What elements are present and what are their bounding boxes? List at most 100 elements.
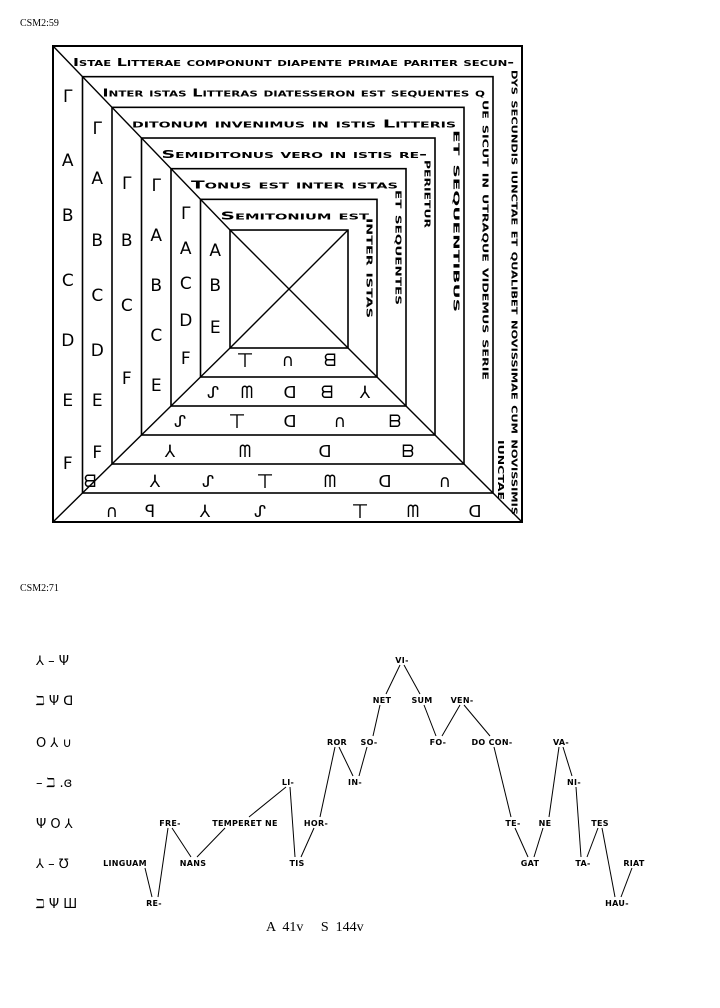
syllable: RIAT (623, 859, 645, 868)
pitch-row-label: Ψ O ⅄ (36, 817, 73, 832)
band-letter-bottom: ⅄ (164, 442, 176, 462)
band-letter-left: F (63, 454, 73, 474)
band-letter-left: E (92, 391, 103, 411)
band-letter-left: A (62, 151, 74, 171)
figure-label-csm2-71: CSM2:71 (20, 583, 59, 594)
band-letter-bottom: ᗡ (378, 472, 391, 492)
band-letter-bottom: ᗰ (239, 442, 251, 462)
band-letter-left: C (91, 286, 103, 306)
band-letter-left: B (62, 206, 74, 226)
melody-line (157, 827, 169, 898)
band-letter-left: F (122, 369, 132, 389)
band-letter-left: E (62, 391, 73, 411)
syllable: SUM (411, 696, 432, 705)
band-letter-bottom: ᗡ (318, 442, 331, 462)
syllable: DO CON- (471, 738, 512, 747)
band-letter-left: E (151, 376, 162, 396)
syllable: VEN- (451, 696, 474, 705)
band-letter-bottom: ∩ (282, 351, 294, 371)
band-letter-bottom: ⅄ (359, 383, 371, 403)
band-letter-left: F (181, 349, 191, 369)
pitch-row-label: O ⅄ ∪ (36, 736, 72, 751)
melody-line (372, 704, 381, 737)
pitch-row-label: – ℶ .ɞ (36, 776, 72, 791)
syllable: RE- (146, 899, 162, 908)
band-letter-left: Γ (63, 87, 73, 107)
syllable: TIS (289, 859, 304, 868)
band-letter-bottom: ꟼ (145, 502, 155, 522)
melody-line (586, 827, 599, 858)
band-letter-bottom: ᗡ (283, 412, 296, 432)
band-letter-bottom: ㄒ (257, 472, 274, 492)
melody-line (248, 786, 287, 818)
syllable: TA- (575, 859, 590, 868)
band-letter-left: C (150, 326, 162, 346)
pitch-row-label: ⅄ – ℧ (35, 857, 69, 872)
melody-line (575, 786, 582, 858)
melody-line (319, 746, 336, 818)
syllable: FRE- (159, 819, 181, 828)
band-letter-bottom: ∩ (334, 412, 346, 432)
square-border (111, 106, 465, 465)
melody-line (493, 746, 512, 818)
square-border (229, 229, 349, 349)
band-letter-left: B (91, 231, 103, 251)
band-letter-bottom: ᗷ (389, 412, 401, 432)
syllable: HOR- (304, 819, 328, 828)
band-letter-left: C (121, 296, 133, 316)
melody-line (601, 827, 616, 898)
band-text-top: Semiditonus vero in istis re- (162, 148, 428, 161)
band-letter-bottom: ᗺ (84, 472, 96, 492)
syllable: IN- (348, 778, 362, 787)
melody-line (423, 704, 437, 737)
band-text-right: perietur (422, 160, 435, 228)
melody-line (548, 746, 560, 818)
band-letter-left: B (121, 231, 133, 251)
band-letter-left: B (209, 276, 221, 296)
melody-diagram: ⅄ – Ψℶ Ψ ᗡO ⅄ ∪– ℶ .ɞΨ O ⅄⅄ – ℧ℶ Ψ ШLING… (35, 654, 645, 912)
band-letter-left: Γ (181, 204, 191, 224)
syllable: HAU- (605, 899, 629, 908)
band-letter-bottom: ㄒ (352, 502, 369, 522)
syllable: VA- (553, 738, 569, 747)
syllable: NET (373, 696, 392, 705)
band-letter-left: A (209, 241, 221, 261)
band-text-top: Istae Litterae componunt diapente primae… (73, 56, 514, 69)
melody-line (441, 704, 461, 737)
band-text-right: et sequentes (393, 190, 406, 305)
syllable: SO- (361, 738, 378, 747)
melody-line (385, 664, 401, 695)
band-letter-left: Γ (152, 176, 162, 196)
melody-line (514, 827, 529, 858)
band-letter-bottom: ∩ (439, 472, 451, 492)
band-letter-bottom: ᔑ (207, 383, 219, 403)
syllable: FO- (430, 738, 447, 747)
band-letter-bottom: ᗰ (324, 472, 336, 492)
square-border (199, 198, 378, 378)
band-text-top: Inter istas Litteras diatesseron est seq… (103, 87, 486, 100)
square-border (52, 45, 523, 523)
manuscript-caption: A 41v S 144v (266, 920, 364, 935)
syllable: TES (591, 819, 609, 828)
pitch-row-label: ⅄ – Ψ (35, 654, 69, 669)
melody-line (562, 746, 573, 777)
melody-line (620, 867, 633, 898)
band-text-right: et sequentibus (451, 130, 464, 313)
band-letter-bottom: ⅄ (199, 502, 211, 522)
square-border (170, 167, 407, 407)
band-letter-left: B (150, 276, 162, 296)
syllable: GAT (521, 859, 540, 868)
melody-line (171, 827, 192, 858)
band-letter-bottom: ⅄ (149, 472, 161, 492)
figure-label-csm2-59: CSM2:59 (20, 18, 59, 29)
band-text-right: inter istas (364, 218, 377, 318)
band-letter-bottom: ᔑ (174, 412, 186, 432)
band-letter-bottom: ∩ (106, 502, 118, 522)
band-letter-left: Γ (122, 174, 132, 194)
band-letter-left: A (91, 169, 103, 189)
melody-line (533, 827, 544, 858)
melody-line (196, 827, 226, 858)
band-letter-left: D (179, 311, 192, 331)
band-letter-left: Γ (93, 119, 103, 139)
band-text-top: Tonus est inter istas (191, 179, 398, 192)
